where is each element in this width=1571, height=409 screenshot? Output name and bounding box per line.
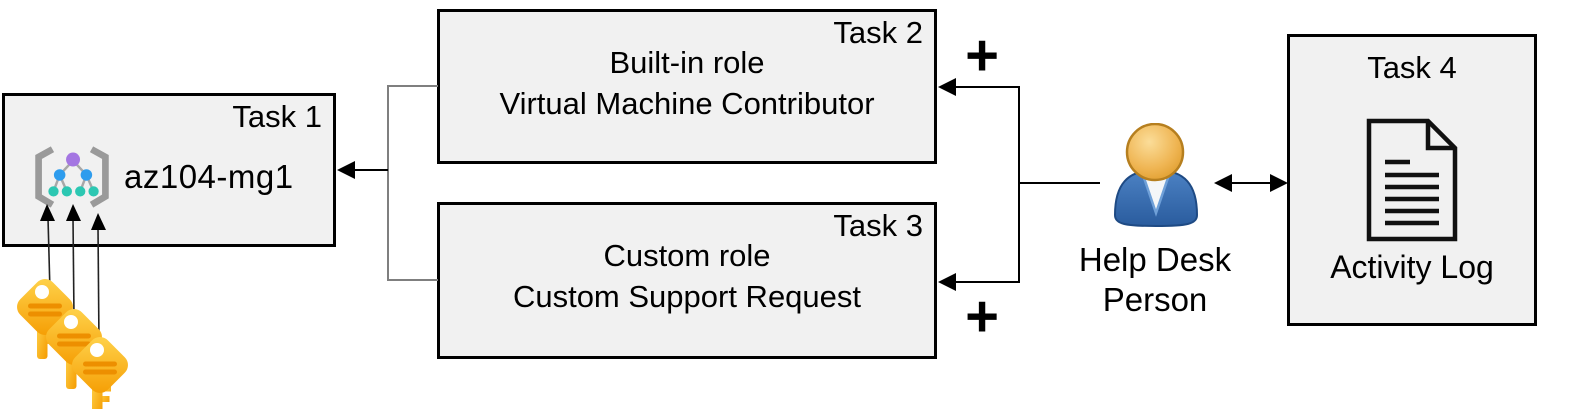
mg-mid-node	[53, 169, 66, 181]
document-text-lines	[1385, 159, 1439, 226]
task3-box: Task 3 Custom role Custom Support Reques…	[437, 202, 937, 359]
mg-leaf-node	[88, 186, 99, 197]
document-icon	[1366, 118, 1458, 242]
task2-role-name: Virtual Machine Contributor	[499, 86, 875, 121]
mg-mid-node	[80, 169, 93, 181]
plus-sign-top: +	[965, 23, 999, 88]
task2-text: Built-in role Virtual Machine Contributo…	[440, 42, 934, 124]
plus-sign-bottom: +	[965, 284, 999, 349]
mg-root-node	[66, 152, 81, 167]
mg-leaf-node	[75, 186, 86, 197]
task2-tag: Task 2	[833, 15, 923, 50]
task3-tag: Task 3	[833, 208, 923, 243]
task4-box: Task 4 Activity Log	[1287, 34, 1537, 326]
task1-tag: Task 1	[232, 99, 322, 134]
person-head	[1125, 123, 1185, 182]
task4-caption: Activity Log	[1330, 249, 1494, 285]
mg-leaf-node	[61, 186, 72, 197]
mg-leaf-node	[48, 186, 59, 197]
person-label: Help Desk Person	[1055, 240, 1255, 320]
arrow-to-task1	[337, 161, 388, 179]
person-icon	[1113, 123, 1199, 228]
task3-text: Custom role Custom Support Request	[440, 235, 934, 317]
key-icon	[12, 274, 78, 359]
key-icons	[12, 274, 133, 409]
task2-box: Task 2 Built-in role Virtual Machine Con…	[437, 9, 937, 164]
person-label-line2: Person	[1102, 281, 1208, 318]
management-group-icon	[35, 146, 109, 208]
task3-role-type: Custom role	[603, 238, 771, 273]
task3-role-name: Custom Support Request	[512, 279, 862, 314]
task1-content: az104-mg1	[35, 146, 294, 208]
task1-box: Task 1 az1	[2, 93, 336, 247]
task2-role-type: Built-in role	[609, 45, 765, 80]
management-group-name: az104-mg1	[124, 158, 294, 195]
bracket-connector	[387, 85, 438, 281]
arrow-person-to-task3	[938, 183, 1020, 291]
double-arrow-person-task4	[1214, 174, 1288, 192]
person-label-line1: Help Desk	[1078, 241, 1232, 278]
task4-tag: Task 4	[1367, 50, 1457, 85]
key-icon	[41, 304, 107, 389]
key-icon	[67, 332, 133, 409]
